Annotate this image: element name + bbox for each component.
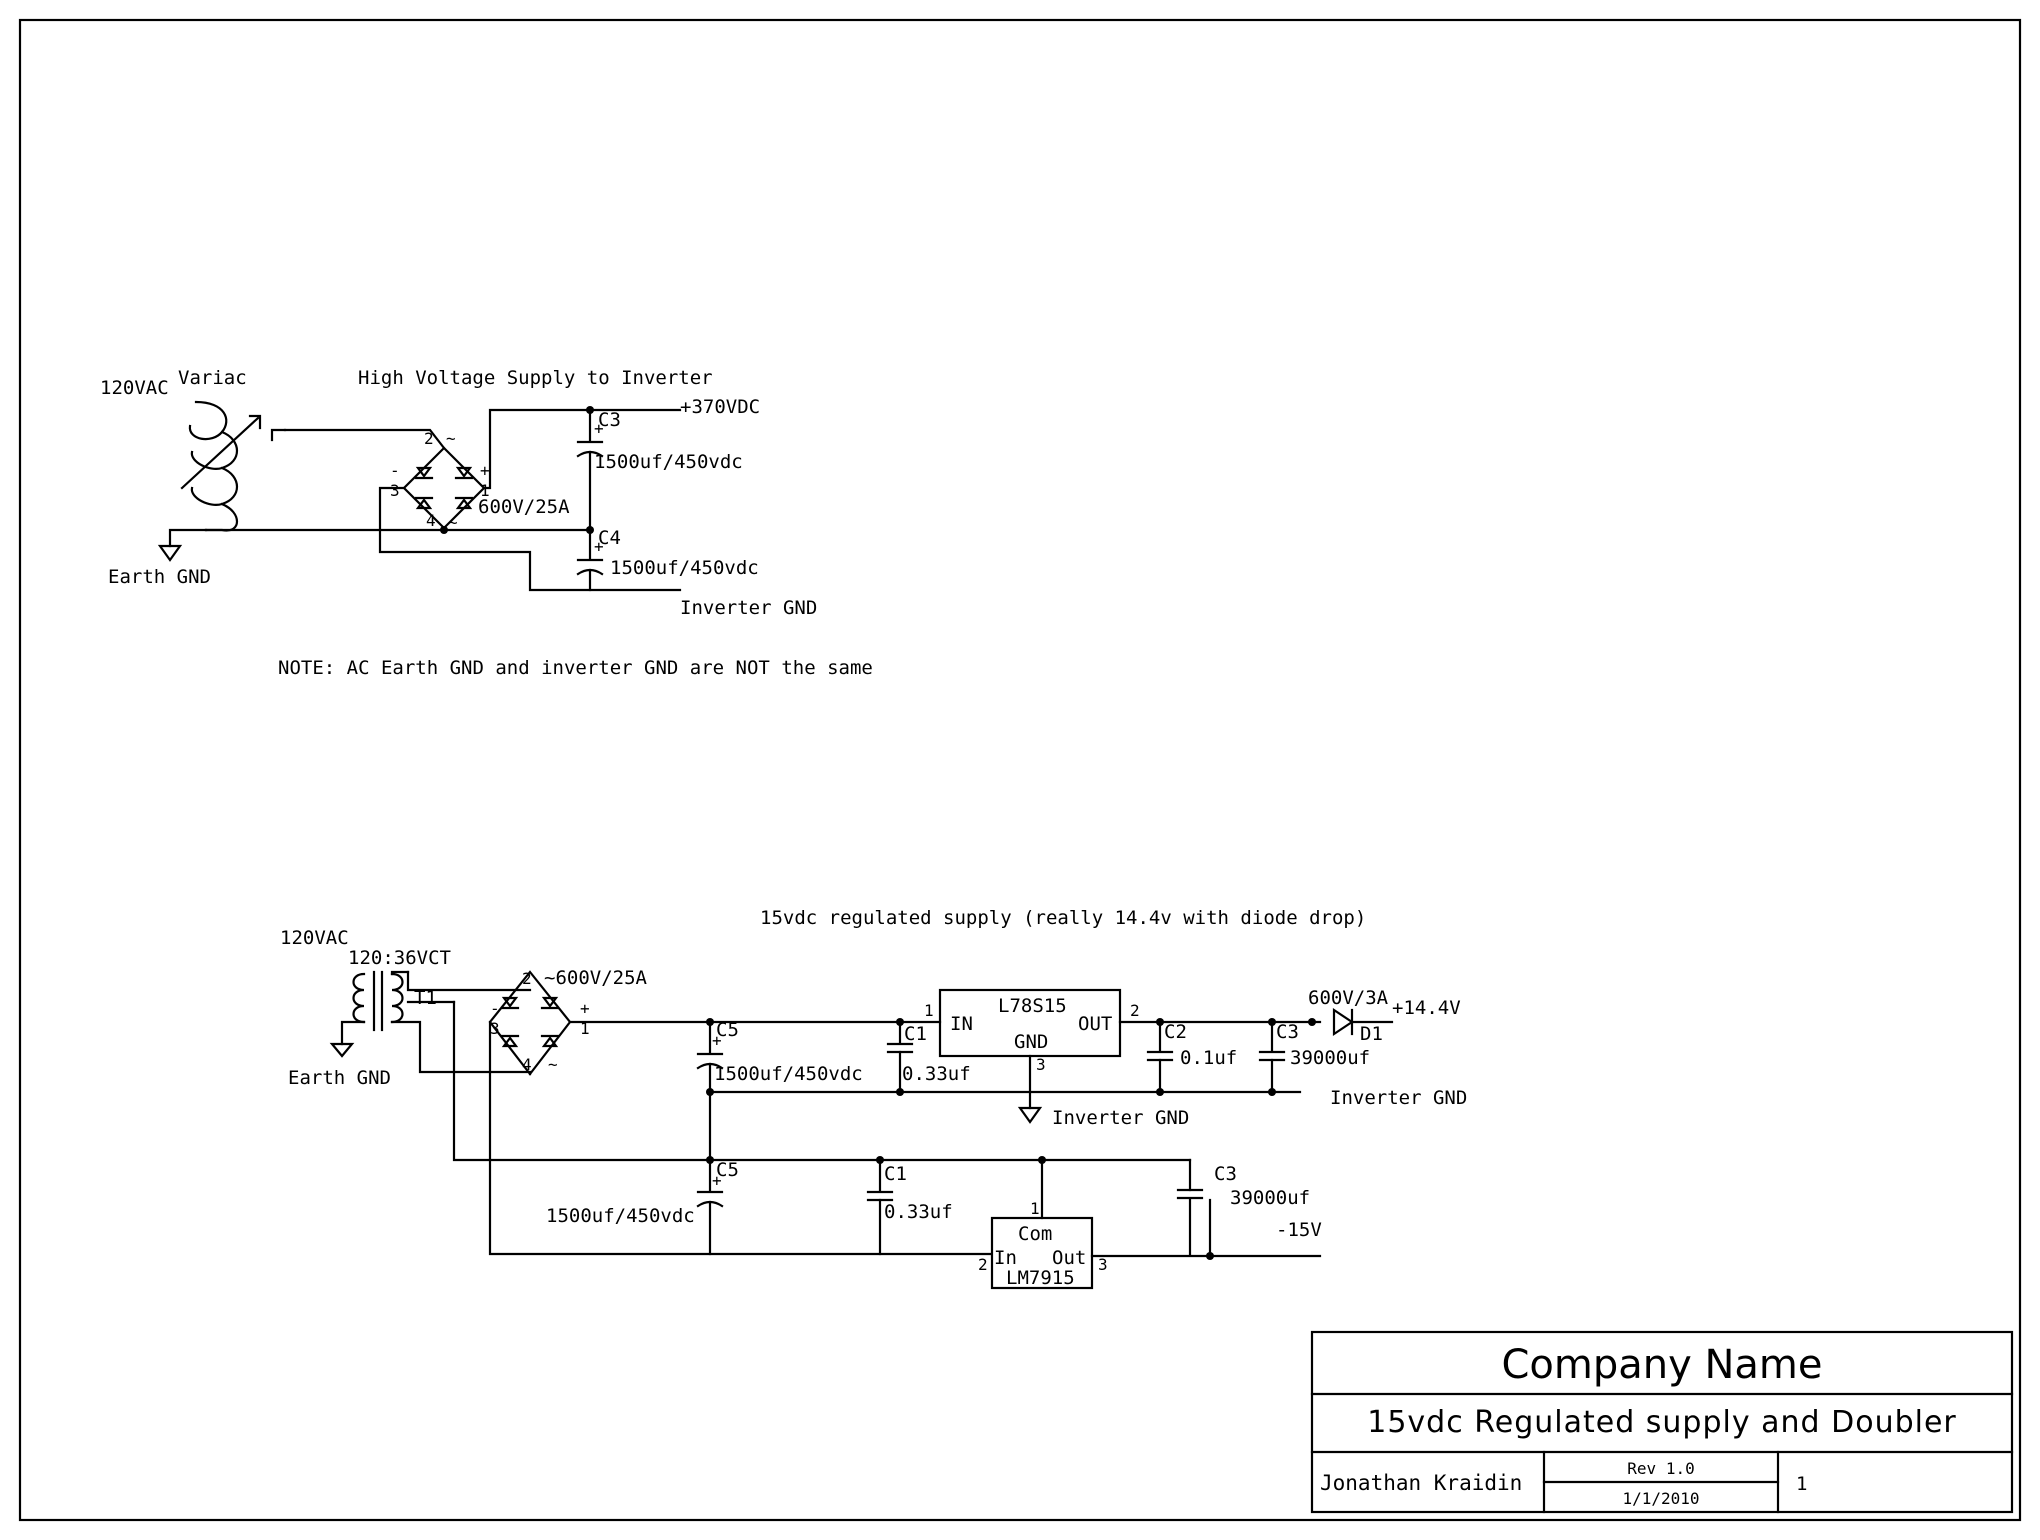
reg-neg-pin1: 1 — [1030, 1199, 1040, 1218]
title-block-revision: Rev 1.0 — [1627, 1459, 1694, 1478]
c1-bot-value: 0.33uf — [884, 1201, 953, 1223]
title-block-sheet: 1 — [1796, 1473, 1807, 1495]
c2-value: 0.1uf — [1180, 1047, 1237, 1069]
reg-pos-in: IN — [950, 1013, 973, 1035]
reg-pos-gnd: GND — [1014, 1031, 1048, 1053]
neg-output-label: -15V — [1276, 1219, 1322, 1241]
reg-neg-pin3: 3 — [1098, 1255, 1108, 1274]
reg-pos-pin3: 3 — [1036, 1055, 1046, 1074]
hv-bridge-minus: - — [390, 461, 400, 480]
hv-input-label: 120VAC — [100, 377, 169, 399]
reg-earth-gnd: Earth GND — [288, 1067, 391, 1089]
hv-bridge-plus: + — [480, 461, 490, 480]
hv-bridge-pin3: 3 — [390, 481, 400, 500]
earth-ground-symbol — [157, 544, 183, 562]
reg-bridge-pin1: 1 — [580, 1019, 590, 1038]
hv-bridge-tilde-a: ~ — [446, 429, 456, 448]
reg-neg-com: Com — [1018, 1223, 1052, 1245]
reg-neg-out: Out — [1052, 1247, 1086, 1269]
d1-rating: 600V/3A — [1308, 987, 1389, 1009]
hv-title: High Voltage Supply to Inverter — [358, 367, 713, 389]
title-block: Company Name 15vdc Regulated supply and … — [1310, 1330, 2014, 1514]
capacitor-c1-bottom — [866, 1190, 894, 1202]
hv-inverter-gnd: Inverter GND — [680, 597, 817, 619]
reg-bridge-plus: + — [580, 999, 590, 1018]
hv-c3-ref: C3 — [598, 409, 621, 431]
reg-input-label: 120VAC — [280, 927, 349, 949]
capacitor-c3-bottom — [1176, 1188, 1204, 1200]
c5-top-value: 1500uf/450vdc — [714, 1063, 863, 1085]
reg-bridge-pin3: 3 — [490, 1019, 500, 1038]
c3-top-value: 39000uf — [1290, 1047, 1370, 1069]
hv-bridge-pin4: 4 — [426, 511, 436, 530]
c5-top-pol: + — [712, 1031, 722, 1050]
hv-bridge-rating: 600V/25A — [478, 496, 570, 518]
note-text: NOTE: AC Earth GND and inverter GND are … — [278, 657, 873, 679]
c2-ref: C2 — [1164, 1021, 1187, 1043]
reg-pos-name: L78S15 — [998, 995, 1067, 1017]
variac-label: Variac — [178, 367, 247, 389]
reg-bridge-pin2: 2 — [522, 969, 532, 988]
capacitor-c2 — [1146, 1050, 1174, 1062]
capacitor-c3-top — [1258, 1050, 1286, 1062]
capacitor-c1-top — [886, 1042, 914, 1054]
reg-bridge-pin4: 4 — [522, 1055, 532, 1074]
reg-pos-pin1: 1 — [924, 1001, 934, 1020]
hv-supply-circuit: High Voltage Supply to Inverter 120VAC V… — [100, 367, 817, 619]
regulated-supply-circuit: 15vdc regulated supply (really 14.4v wit… — [280, 907, 1467, 1290]
c3-bot-ref: C3 — [1214, 1163, 1237, 1185]
reg-inverter-gnd-net: Inverter GND — [1330, 1087, 1467, 1109]
c3-top-ref: C3 — [1276, 1021, 1299, 1043]
reg-inverter-gnd-sym: Inverter GND — [1052, 1107, 1189, 1129]
c5-top-ref: C5 — [716, 1019, 739, 1041]
reg-pos-out: OUT — [1078, 1013, 1112, 1035]
reg-title: 15vdc regulated supply (really 14.4v wit… — [760, 907, 1366, 929]
c5-bot-value: 1500uf/450vdc — [546, 1205, 695, 1227]
hv-c4-ref: C4 — [598, 527, 621, 549]
title-block-company: Company Name — [1501, 1342, 1822, 1388]
diode-d1 — [1332, 1007, 1354, 1037]
c1-top-ref: C1 — [904, 1023, 927, 1045]
sheet-border — [18, 18, 2022, 1522]
pos-output-label: +14.4V — [1392, 997, 1461, 1019]
transformer-ref: T1 — [414, 987, 437, 1009]
hv-earth-gnd: Earth GND — [108, 566, 211, 588]
title-block-author: Jonathan Kraidin — [1320, 1471, 1522, 1495]
hv-c3-value: 1500uf/450vdc — [594, 451, 743, 473]
hv-bridge-pin1: 1 — [480, 481, 490, 500]
regulator-lm7915 — [990, 1216, 1094, 1290]
c1-bot-ref: C1 — [884, 1163, 907, 1185]
bridge-rectifier-reg — [488, 970, 572, 1076]
transformer-t1 — [352, 970, 404, 1032]
reg-bridge-rating: ~600V/25A — [544, 967, 648, 989]
c5-bot-pol: + — [712, 1171, 722, 1190]
bridge-rectifier — [402, 446, 486, 530]
reg-pos-pin2: 2 — [1130, 1001, 1140, 1020]
transformer-ratio: 120:36VCT — [348, 947, 451, 969]
c3-bot-value: 39000uf — [1230, 1187, 1310, 1209]
inverter-ground-symbol — [1017, 1106, 1043, 1124]
d1-ref: D1 — [1360, 1023, 1383, 1045]
reg-bridge-minus: - — [490, 999, 500, 1018]
hv-c3-pol: + — [594, 419, 604, 438]
title-block-title: 15vdc Regulated supply and Doubler — [1367, 1405, 1957, 1440]
reg-neg-name: LM7915 — [1006, 1267, 1075, 1289]
variac-symbol — [180, 400, 287, 532]
c5-bot-ref: C5 — [716, 1159, 739, 1181]
title-block-date: 1/1/2010 — [1622, 1489, 1699, 1508]
reg-neg-pin2: 2 — [978, 1255, 988, 1274]
hv-bridge-tilde-b: ~ — [448, 513, 458, 532]
hv-c4-value: 1500uf/450vdc — [610, 557, 759, 579]
hv-bridge-pin2: 2 — [424, 429, 434, 448]
reg-bridge-tilde: ~ — [548, 1055, 558, 1074]
hv-output-label: +370VDC — [680, 396, 760, 418]
hv-c4-pol: + — [594, 537, 604, 556]
c1-top-value: 0.33uf — [902, 1063, 971, 1085]
reg-neg-in: In — [994, 1247, 1017, 1269]
